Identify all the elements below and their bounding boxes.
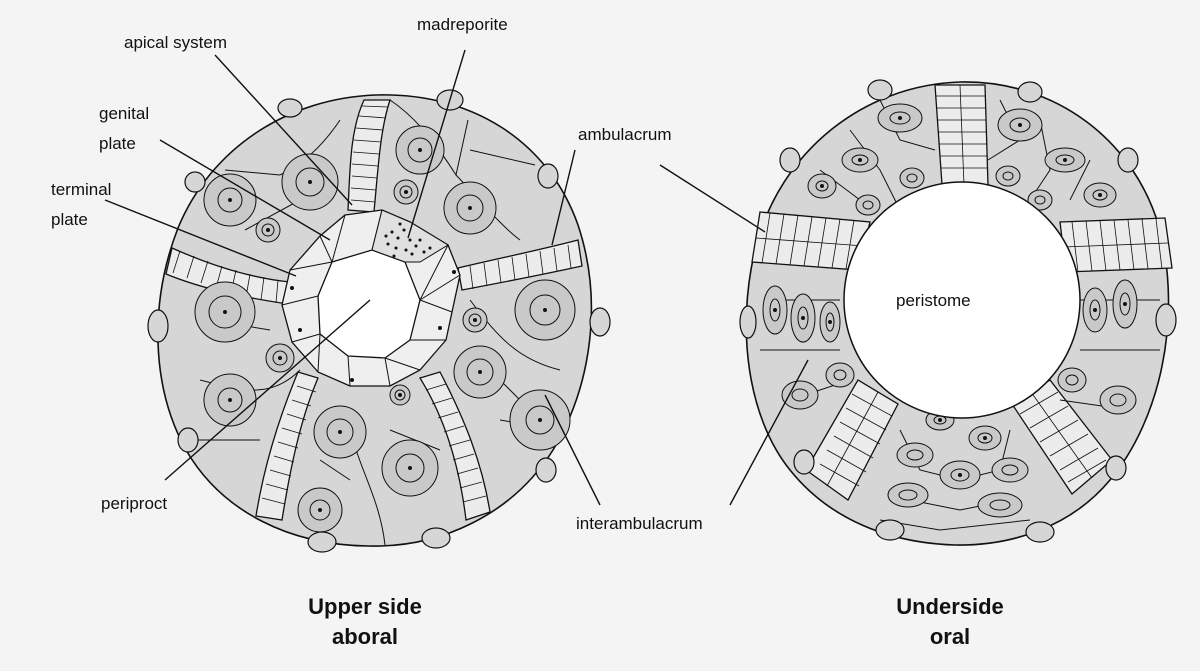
label-madreporite: madreporite <box>417 15 508 35</box>
label-interambulacrum: interambulacrum <box>576 514 703 534</box>
label-ambulacrum: ambulacrum <box>578 125 672 145</box>
caption-under-line2: oral <box>860 622 1040 652</box>
label-terminal-plate-line2: plate <box>51 210 88 230</box>
label-genital-plate-line1: genital <box>99 104 149 124</box>
label-periproct: periproct <box>101 494 167 514</box>
label-terminal-plate-line1: terminal <box>51 180 111 200</box>
label-peristome: peristome <box>896 291 971 311</box>
oral-ambulacrum-top <box>935 85 988 185</box>
caption-upper-side: Upper side aboral <box>270 592 460 652</box>
label-apical-system: apical system <box>124 33 227 53</box>
caption-upper-line1: Upper side <box>270 592 460 622</box>
caption-upper-line2: aboral <box>270 622 460 652</box>
label-genital-plate-line2: plate <box>99 134 136 154</box>
caption-under-line1: Underside <box>860 592 1040 622</box>
periproct-opening <box>318 250 420 358</box>
caption-underside: Underside oral <box>860 592 1040 652</box>
